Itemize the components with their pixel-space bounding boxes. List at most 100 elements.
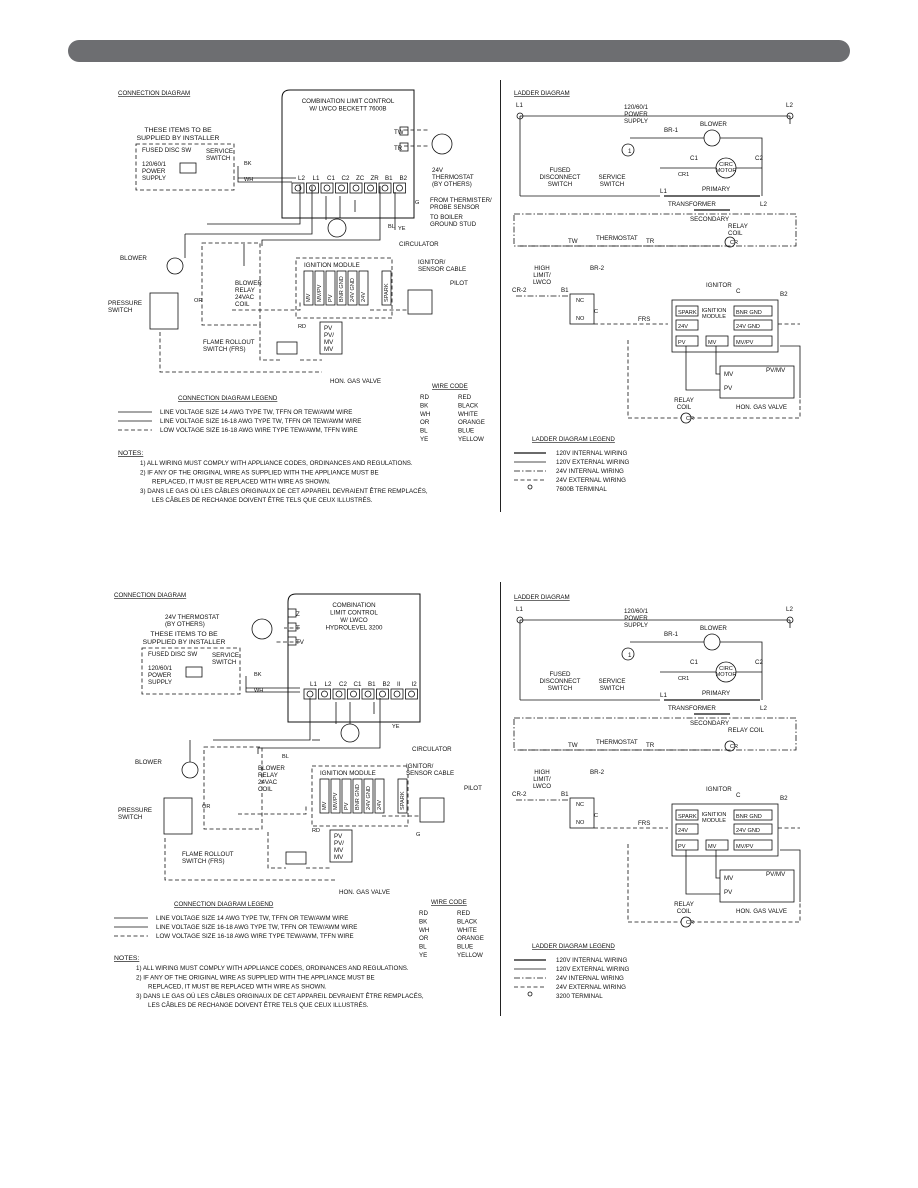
fused-label: FUSED: [550, 671, 572, 678]
wire-tag: BL: [282, 754, 289, 760]
ladder-legend-terminal: [527, 991, 533, 997]
note-circle-number: 1: [628, 148, 632, 155]
c-label: C: [594, 813, 598, 819]
im-terminal-label: 24V GND: [350, 278, 356, 302]
wire-code-color: BLACK: [457, 918, 478, 925]
im-box: [675, 319, 699, 331]
thermostat-label: (BY OTHERS): [432, 181, 472, 188]
valve-terminal-label: PV/: [334, 840, 344, 847]
im-terminal-label: PV: [344, 802, 350, 810]
thermostat-terminal: [399, 126, 409, 136]
im-terminal: [303, 270, 314, 306]
thermostat-terminal: [399, 142, 409, 152]
pressure-switch-label: PRESSURE: [118, 807, 152, 814]
br2-box: [569, 293, 595, 325]
line-voltage-wire: [261, 186, 381, 246]
terminal-block: [318, 688, 331, 700]
wire-code-title: WIRE CODE: [431, 899, 467, 906]
installer-note: SUPPLIED BY INSTALLER: [137, 135, 220, 142]
wire-code-color: WHITE: [458, 411, 478, 418]
frs-label: FRS: [638, 820, 650, 827]
legend-item: LINE VOLTAGE SIZE 14 AWG TYPE TW, TFFN O…: [160, 409, 352, 416]
wire-code-abbr: YE: [420, 436, 428, 443]
service-switch-label: SWITCH: [212, 659, 236, 666]
service-switch-label: SERVICE: [212, 652, 239, 659]
im-box: [705, 335, 729, 347]
terminal-screw: [294, 184, 302, 192]
ignitor-cable-label: IGNITOR/: [406, 763, 434, 770]
note-line: 1) ALL WIRING MUST COMPLY WITH APPLIANCE…: [140, 460, 413, 467]
terminal-label: II: [397, 681, 401, 688]
im-box-label: SPARK: [678, 310, 697, 316]
ladder-legend-item: 120V EXTERNAL WIRING: [556, 966, 630, 973]
thermostat-label: THERMOSTAT: [596, 235, 638, 242]
wire-code-color: WHITE: [457, 927, 477, 934]
thermostat-terminal-label: TV: [296, 639, 305, 646]
high-limit-label: LIMIT/: [533, 776, 551, 783]
b2-label: B2: [780, 291, 788, 298]
gas-valve-label: HON. GAS VALVE: [339, 889, 390, 896]
ladder-legend-item: 3200 TERMINAL: [556, 993, 603, 1000]
ignitor-cable-label: SENSOR CABLE: [418, 266, 466, 273]
note-circle: [621, 647, 635, 661]
supply-label: POWER: [624, 111, 648, 118]
terminal-label: L1: [313, 175, 320, 182]
terminal-block: [378, 182, 392, 194]
wire-code-abbr: RD: [419, 910, 428, 917]
circ-motor-label: MOTOR: [716, 672, 737, 678]
terminal-screw: [352, 184, 360, 192]
valve-terminal-label: PV: [334, 833, 343, 840]
blower-label: BLOWER: [700, 121, 727, 128]
gas-valve-box: [329, 829, 353, 863]
c2-label: C2: [755, 155, 763, 162]
line-voltage-wire: [257, 698, 381, 754]
line-voltage-wire: [207, 184, 301, 225]
blower-relay-label: COIL: [235, 301, 250, 308]
gas-valve-label: HON. GAS VALVE: [330, 378, 381, 385]
im-box-label: MV/PV: [736, 844, 754, 850]
service-label: SWITCH: [600, 181, 624, 188]
im-terminal-label: BNR GND: [339, 276, 345, 302]
im-box: [675, 809, 699, 821]
low-voltage-wire: [267, 832, 286, 869]
ladder-legend-item: 24V INTERNAL WIRING: [556, 975, 624, 982]
cr-coil: [724, 236, 736, 248]
c1-label: C1: [690, 155, 698, 162]
thermostat-symbol: [251, 618, 273, 640]
terminal-screw: [321, 690, 328, 698]
ladder-legend-item: 24V EXTERNAL WIRING: [556, 477, 626, 484]
circulator-symbol: [340, 723, 360, 743]
ignitor-cable-label: SENSOR CABLE: [406, 770, 454, 777]
relay-coil-box: [513, 717, 797, 751]
terminal-label: B2: [400, 175, 408, 182]
cr-label: CR: [730, 744, 738, 750]
pressure-switch-label: PRESSURE: [108, 300, 142, 307]
thermostat-terminal: [287, 608, 297, 618]
line-voltage-wire: [237, 166, 292, 183]
cr-bottom-label: CR: [686, 416, 694, 422]
c1-label: C1: [690, 659, 698, 666]
ladder-legend-item: 24V EXTERNAL WIRING: [556, 984, 626, 991]
header-bar: [68, 40, 850, 62]
legend-item: LOW VOLTAGE SIZE 16-18 AWG WIRE TYPE TEW…: [160, 427, 358, 434]
valve-pv-label: PV: [724, 889, 733, 896]
ladder-legend-title: LADDER DIAGRAM LEGEND: [532, 943, 615, 950]
cr1-label: CR1: [678, 676, 689, 682]
service-switch-label: SWITCH: [206, 155, 230, 162]
service-label: SERVICE: [598, 174, 625, 181]
im-terminal: [374, 778, 385, 814]
cr1-label: CR1: [678, 172, 689, 178]
blower-label: BLOWER: [700, 625, 727, 632]
note-line: 2) IF ANY OF THE ORIGINAL WIRE AS SUPPLI…: [136, 974, 375, 981]
cr2-label: CR-2: [512, 791, 527, 798]
low-voltage-wire: [238, 804, 307, 815]
blower-symbol: [181, 761, 199, 779]
wire-code-abbr: WH: [419, 927, 429, 934]
wire-tag: YE: [398, 226, 406, 232]
ignition-module-label: IGNITION: [702, 308, 727, 314]
blower-label: BLOWER: [135, 759, 162, 766]
supply-label: POWER: [624, 615, 648, 622]
wire-tag: G: [416, 832, 420, 838]
service-switch-label: SERVICE: [206, 148, 233, 155]
